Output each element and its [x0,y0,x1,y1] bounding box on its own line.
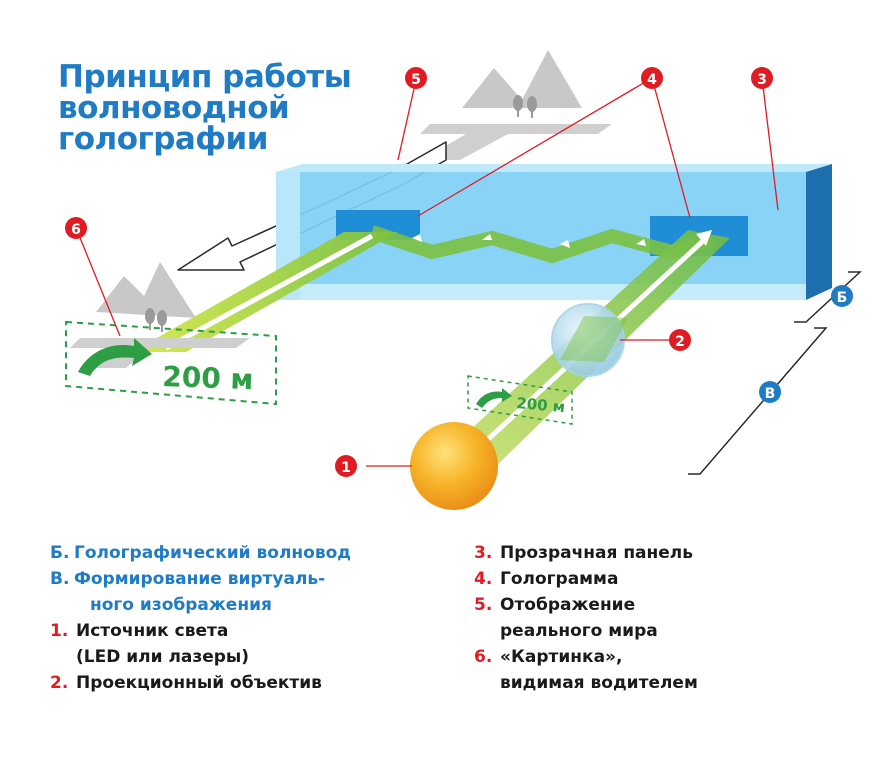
marker-1: 1 [335,455,357,477]
marker-3: 3 [751,67,773,89]
hud-frame-small [467,375,573,425]
marker-5: 5 [405,67,427,89]
mountain-shape [96,262,196,318]
marker-2: 2 [669,329,691,351]
title-line-2: волноводной [58,90,290,126]
light-direction-arrows [412,234,646,248]
title-line-1: Принцип работы [58,59,352,95]
legend-text-5-1: Отображение [500,595,636,615]
legend-item-v: В.Формирование виртуаль- [50,566,351,592]
legend-item-2: 2. Проекционный объектив [50,670,351,696]
legend-key-b: Б. [50,543,70,563]
legend-text-b: Голографический волновод [74,543,351,563]
legend-text-1-2: (LED или лазеры) [76,647,250,667]
legend-text-6-2: видимая водителем [500,673,698,693]
diagram-title: Принцип работы волноводной голографии [58,59,352,157]
legend-key-2: 2. [50,673,69,693]
callout-lines [75,77,779,467]
legend-key-4: 4. [474,569,493,589]
legend-key-5: 5. [474,595,493,615]
marker-v: В [759,381,781,403]
legend-text-6-1: «Картинка», [500,647,623,667]
legend-right: 3. Прозрачная панель 4. Голограмма 5. Отобр… [474,540,698,696]
marker-b-label: Б [837,290,848,306]
marker-5-label: 5 [411,72,421,88]
marker-v-label: В [765,386,776,402]
road-shape [70,338,250,368]
mountain-shape [462,50,582,108]
hud-distance-small: 200 м [516,394,566,416]
marker-4: 4 [641,67,663,89]
legend-item-1: 1. Источник света [50,618,351,644]
light-source-sun [410,422,498,510]
marker-6: 6 [65,217,87,239]
panel-bottom-edge [276,284,806,300]
legend-key-6: 6. [474,647,493,667]
marker-4-label: 4 [647,72,657,88]
road-shape [420,124,612,160]
turn-arrow-icon [476,388,512,408]
legend-text-v-2: ного изображения [90,595,272,615]
legend-key-3: 3. [474,543,493,563]
legend-key-1: 1. [50,621,69,641]
legend-item-6: 6. «Картинка», [474,644,698,670]
legend-left: Б.Голографический волновод В.Формировани… [50,540,351,696]
legend-item-b: Б.Голографический волновод [50,540,351,566]
beam-to-viewer-arrow [164,233,374,351]
title-line-3: голографии [58,121,269,157]
tree-icon [145,308,167,332]
legend-text-3: Прозрачная панель [500,543,694,563]
real-world-scene [420,50,612,160]
legend-text-5-2: реального мира [500,621,658,641]
tree-icon [513,95,537,118]
beam-arrowhead [696,230,712,246]
waveguide-diagram: 200 м 200 м 5 4 3 6 2 [65,50,862,510]
legend-item-5: 5. Отображение [474,592,698,618]
marker-2-label: 2 [675,334,685,350]
legend-item-4: 4. Голограмма [474,566,698,592]
marker-1-label: 1 [341,460,351,476]
driver-view-scene [70,262,250,368]
legend-text-1-1: Источник света [76,621,229,641]
hud-frame-large [65,320,277,406]
legend-text-4: Голограмма [500,569,619,589]
marker-6-label: 6 [71,222,81,238]
marker-b: Б [831,285,853,307]
legend-text-v-1: Формирование виртуаль- [74,569,326,589]
panel-side-face [806,164,832,300]
beam-through-lens [560,316,628,362]
panel-top-face [276,164,832,172]
marker-3-label: 3 [757,72,767,88]
turn-arrow-icon [78,338,152,376]
legend-key-v: В. [50,569,70,589]
hud-distance-large: 200 м [162,360,254,396]
legend-item-3: 3. Прозрачная панель [474,540,698,566]
legend-text-2: Проекционный объектив [76,673,322,693]
